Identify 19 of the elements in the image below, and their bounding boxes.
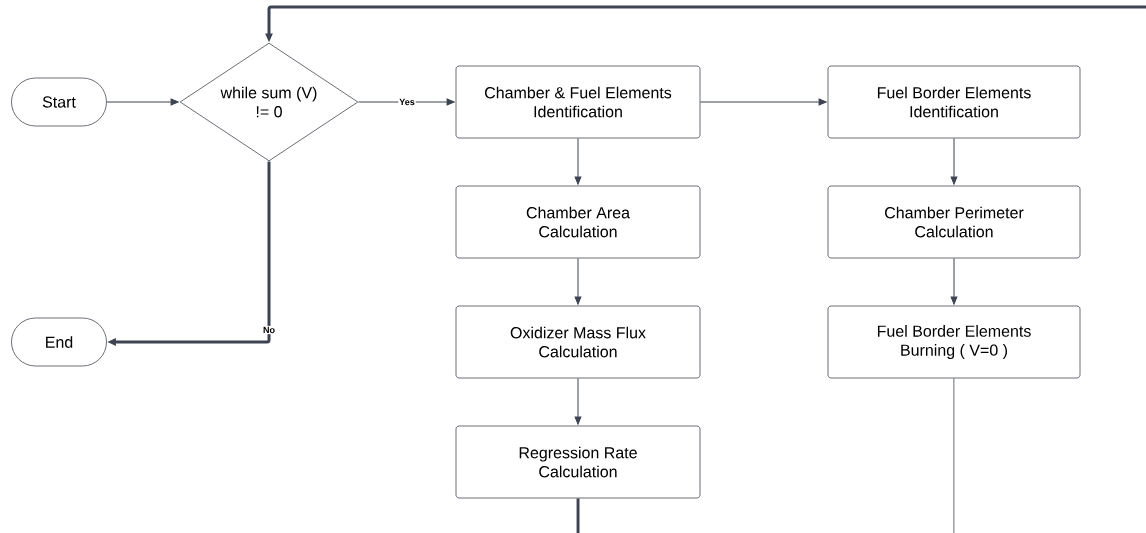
process-box: Chamber & Fuel Elements Identification <box>455 65 701 139</box>
process-box: Fuel Border Elements Burning ( V=0 ) <box>827 305 1081 379</box>
arrow <box>574 257 582 305</box>
edge-label: Yes <box>398 97 416 107</box>
arrow <box>574 137 582 185</box>
process-box: Chamber Perimeter Calculation <box>827 185 1081 259</box>
process-box: Fuel Border Elements Identification <box>827 65 1081 139</box>
arrow <box>699 98 827 106</box>
process-box: Regression Rate Calculation <box>455 425 701 499</box>
arrow <box>574 377 582 425</box>
arrow <box>106 98 179 106</box>
process-box: Chamber Area Calculation <box>455 185 701 259</box>
edge-label: No <box>262 325 276 335</box>
arrow <box>950 257 958 305</box>
end-terminal: End <box>11 317 107 367</box>
start-terminal: Start <box>11 77 107 127</box>
arrow <box>357 98 455 106</box>
arrow <box>950 137 958 185</box>
process-box: Oxidizer Mass Flux Calculation <box>455 305 701 379</box>
